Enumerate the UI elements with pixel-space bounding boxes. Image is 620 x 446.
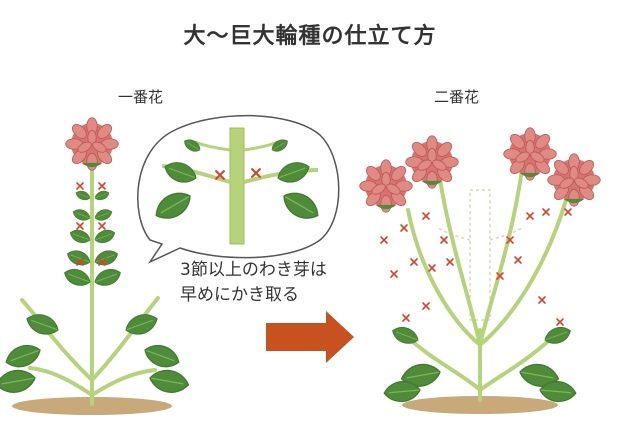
second-flower-label: 二番花: [434, 88, 480, 106]
instruction-line-1: 3節以上のわき芽は: [180, 260, 327, 280]
chrysanthemum-flower-icon: [503, 127, 557, 181]
instruction-line-2: 早めにかき取る: [180, 285, 299, 305]
closeup-bubble: [137, 114, 340, 264]
plant-stems: [20, 168, 160, 406]
soil-mound: [402, 396, 558, 414]
arrow-right-icon: [266, 311, 354, 363]
first-flower-label: 一番花: [118, 88, 164, 106]
plant-stems: [398, 168, 568, 402]
first-flower-plant: [0, 117, 191, 415]
removed-stem-outline: [437, 189, 523, 321]
page-title: 大〜巨大輪種の仕立て方: [183, 24, 437, 49]
chrysanthemum-flower-icon: [359, 159, 413, 213]
chrysanthemum-flower-icon: [405, 135, 459, 189]
second-flower-plant: [359, 127, 601, 414]
cut-marks: [380, 208, 572, 326]
chrysanthemum-flower-icon: [65, 117, 119, 171]
chrysanthemum-flower-icon: [547, 153, 601, 207]
instruction-note: 3節以上のわき芽は 早めにかき取る: [180, 258, 327, 308]
